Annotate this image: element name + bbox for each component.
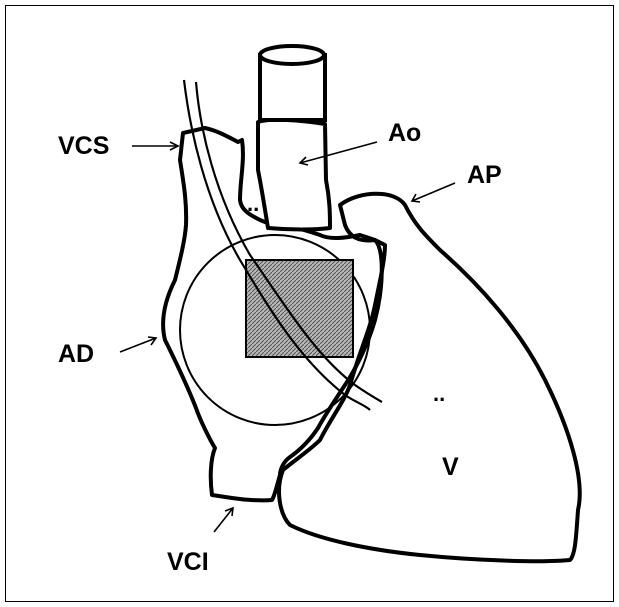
dots-upper-mark: .. <box>247 193 259 215</box>
label-ap: AP <box>467 163 502 188</box>
arrow-ap <box>412 183 455 201</box>
label-ao: Ao <box>388 121 421 146</box>
label-v: V <box>442 455 459 480</box>
arrow-ad <box>120 338 156 352</box>
label-ad: AD <box>58 342 94 367</box>
arrow-vci <box>214 508 233 532</box>
label-vcs: VCS <box>58 134 109 159</box>
aorta-lower <box>258 120 330 230</box>
aorta-top-opening <box>260 46 324 64</box>
hatched-square <box>246 260 353 357</box>
dots-right-mark: .. <box>433 383 445 405</box>
label-vci: VCI <box>167 550 209 575</box>
